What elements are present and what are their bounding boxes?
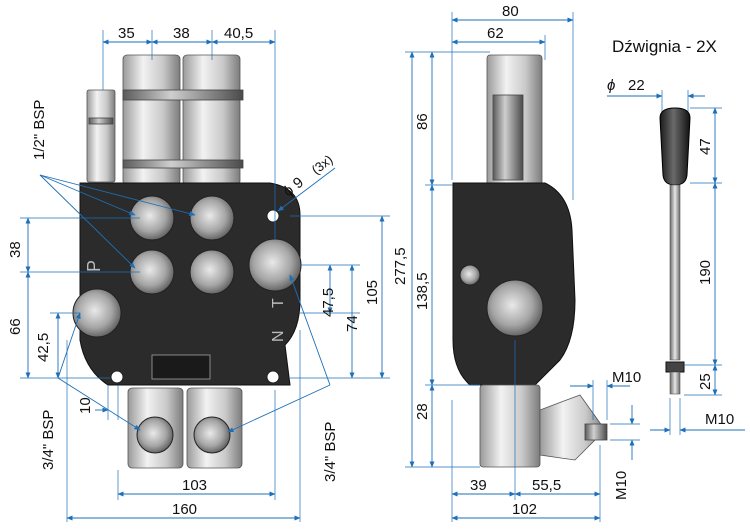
dim-80: 80 <box>502 3 519 20</box>
dim-55-5: 55,5 <box>532 477 561 494</box>
dim-10: 10 <box>77 397 94 414</box>
dim-39: 39 <box>470 477 487 494</box>
lever-title: Dźwignia - 2X <box>612 37 717 56</box>
lever-diameter: 22 <box>628 77 645 94</box>
lever-view: Dźwignia - 2X ϕ 22 47 190 25 M10 <box>607 37 745 435</box>
lever-rod <box>669 184 681 361</box>
mark-p: P <box>84 260 104 272</box>
port-a2 <box>189 195 235 241</box>
lever-thread-m10: M10 <box>705 411 734 428</box>
spool-ring <box>122 159 244 169</box>
lever-nut <box>665 361 685 373</box>
spool-ring <box>122 89 244 101</box>
side-small-port <box>459 264 481 286</box>
name-plate <box>151 354 211 380</box>
dim-138-5: 138,5 <box>414 272 431 310</box>
front-view: P T N 35 38 40,5 38 66 42,5 10 <box>7 25 390 522</box>
outlet-right <box>193 416 231 454</box>
hole-count-label: (3x) <box>309 152 336 178</box>
lever-handle <box>659 107 691 186</box>
mark-n: N <box>270 330 287 342</box>
side-port <box>486 279 544 337</box>
dim-40-5: 40,5 <box>224 25 253 42</box>
dim-38: 38 <box>173 25 190 42</box>
side-fitting <box>492 94 524 181</box>
port-label-left: 3/4" BSP <box>40 410 57 470</box>
dim-47-5: 47,5 <box>320 288 337 317</box>
thread-m10-top: M10 <box>612 369 641 386</box>
dim-35: 35 <box>118 25 135 42</box>
dim-86: 86 <box>414 113 431 130</box>
dim-42-5: 42,5 <box>35 333 52 362</box>
port-label-right: 3/4" BSP <box>322 422 339 482</box>
dim-105: 105 <box>364 280 381 305</box>
dim-38-left: 38 <box>7 241 24 258</box>
dim-190: 190 <box>697 260 714 285</box>
dim-74: 74 <box>344 315 361 332</box>
port-b2 <box>189 249 235 295</box>
side-view: 80 62 86 277,5 138,5 28 M10 M10 39 5 <box>392 3 641 522</box>
dim-277-5: 277,5 <box>392 247 409 285</box>
dim-102: 102 <box>512 501 537 518</box>
outlet-left <box>136 416 174 454</box>
dim-47: 47 <box>697 138 714 155</box>
side-lever-boot <box>539 394 606 461</box>
side-lever-nut <box>584 423 608 441</box>
dim-25: 25 <box>697 373 714 390</box>
mounting-hole <box>110 370 124 384</box>
port-p <box>72 288 122 338</box>
side-lower-body <box>479 384 541 468</box>
relief-valve-fitting <box>86 89 116 183</box>
valve-body <box>79 182 301 386</box>
port-label-half-inch: 1/2" BSP <box>31 100 48 160</box>
dim-62: 62 <box>487 25 504 42</box>
mark-t: T <box>270 298 287 308</box>
lever-diameter-symbol: ϕ <box>607 77 615 94</box>
dim-160: 160 <box>172 501 197 518</box>
dim-66: 66 <box>7 318 24 335</box>
dim-103: 103 <box>182 477 207 494</box>
thread-m10-side: M10 <box>613 471 630 500</box>
fitting-nut <box>88 117 114 125</box>
mounting-hole <box>266 370 280 384</box>
lever-thread <box>669 371 681 395</box>
dim-28: 28 <box>414 403 431 420</box>
mounting-hole <box>266 209 280 223</box>
